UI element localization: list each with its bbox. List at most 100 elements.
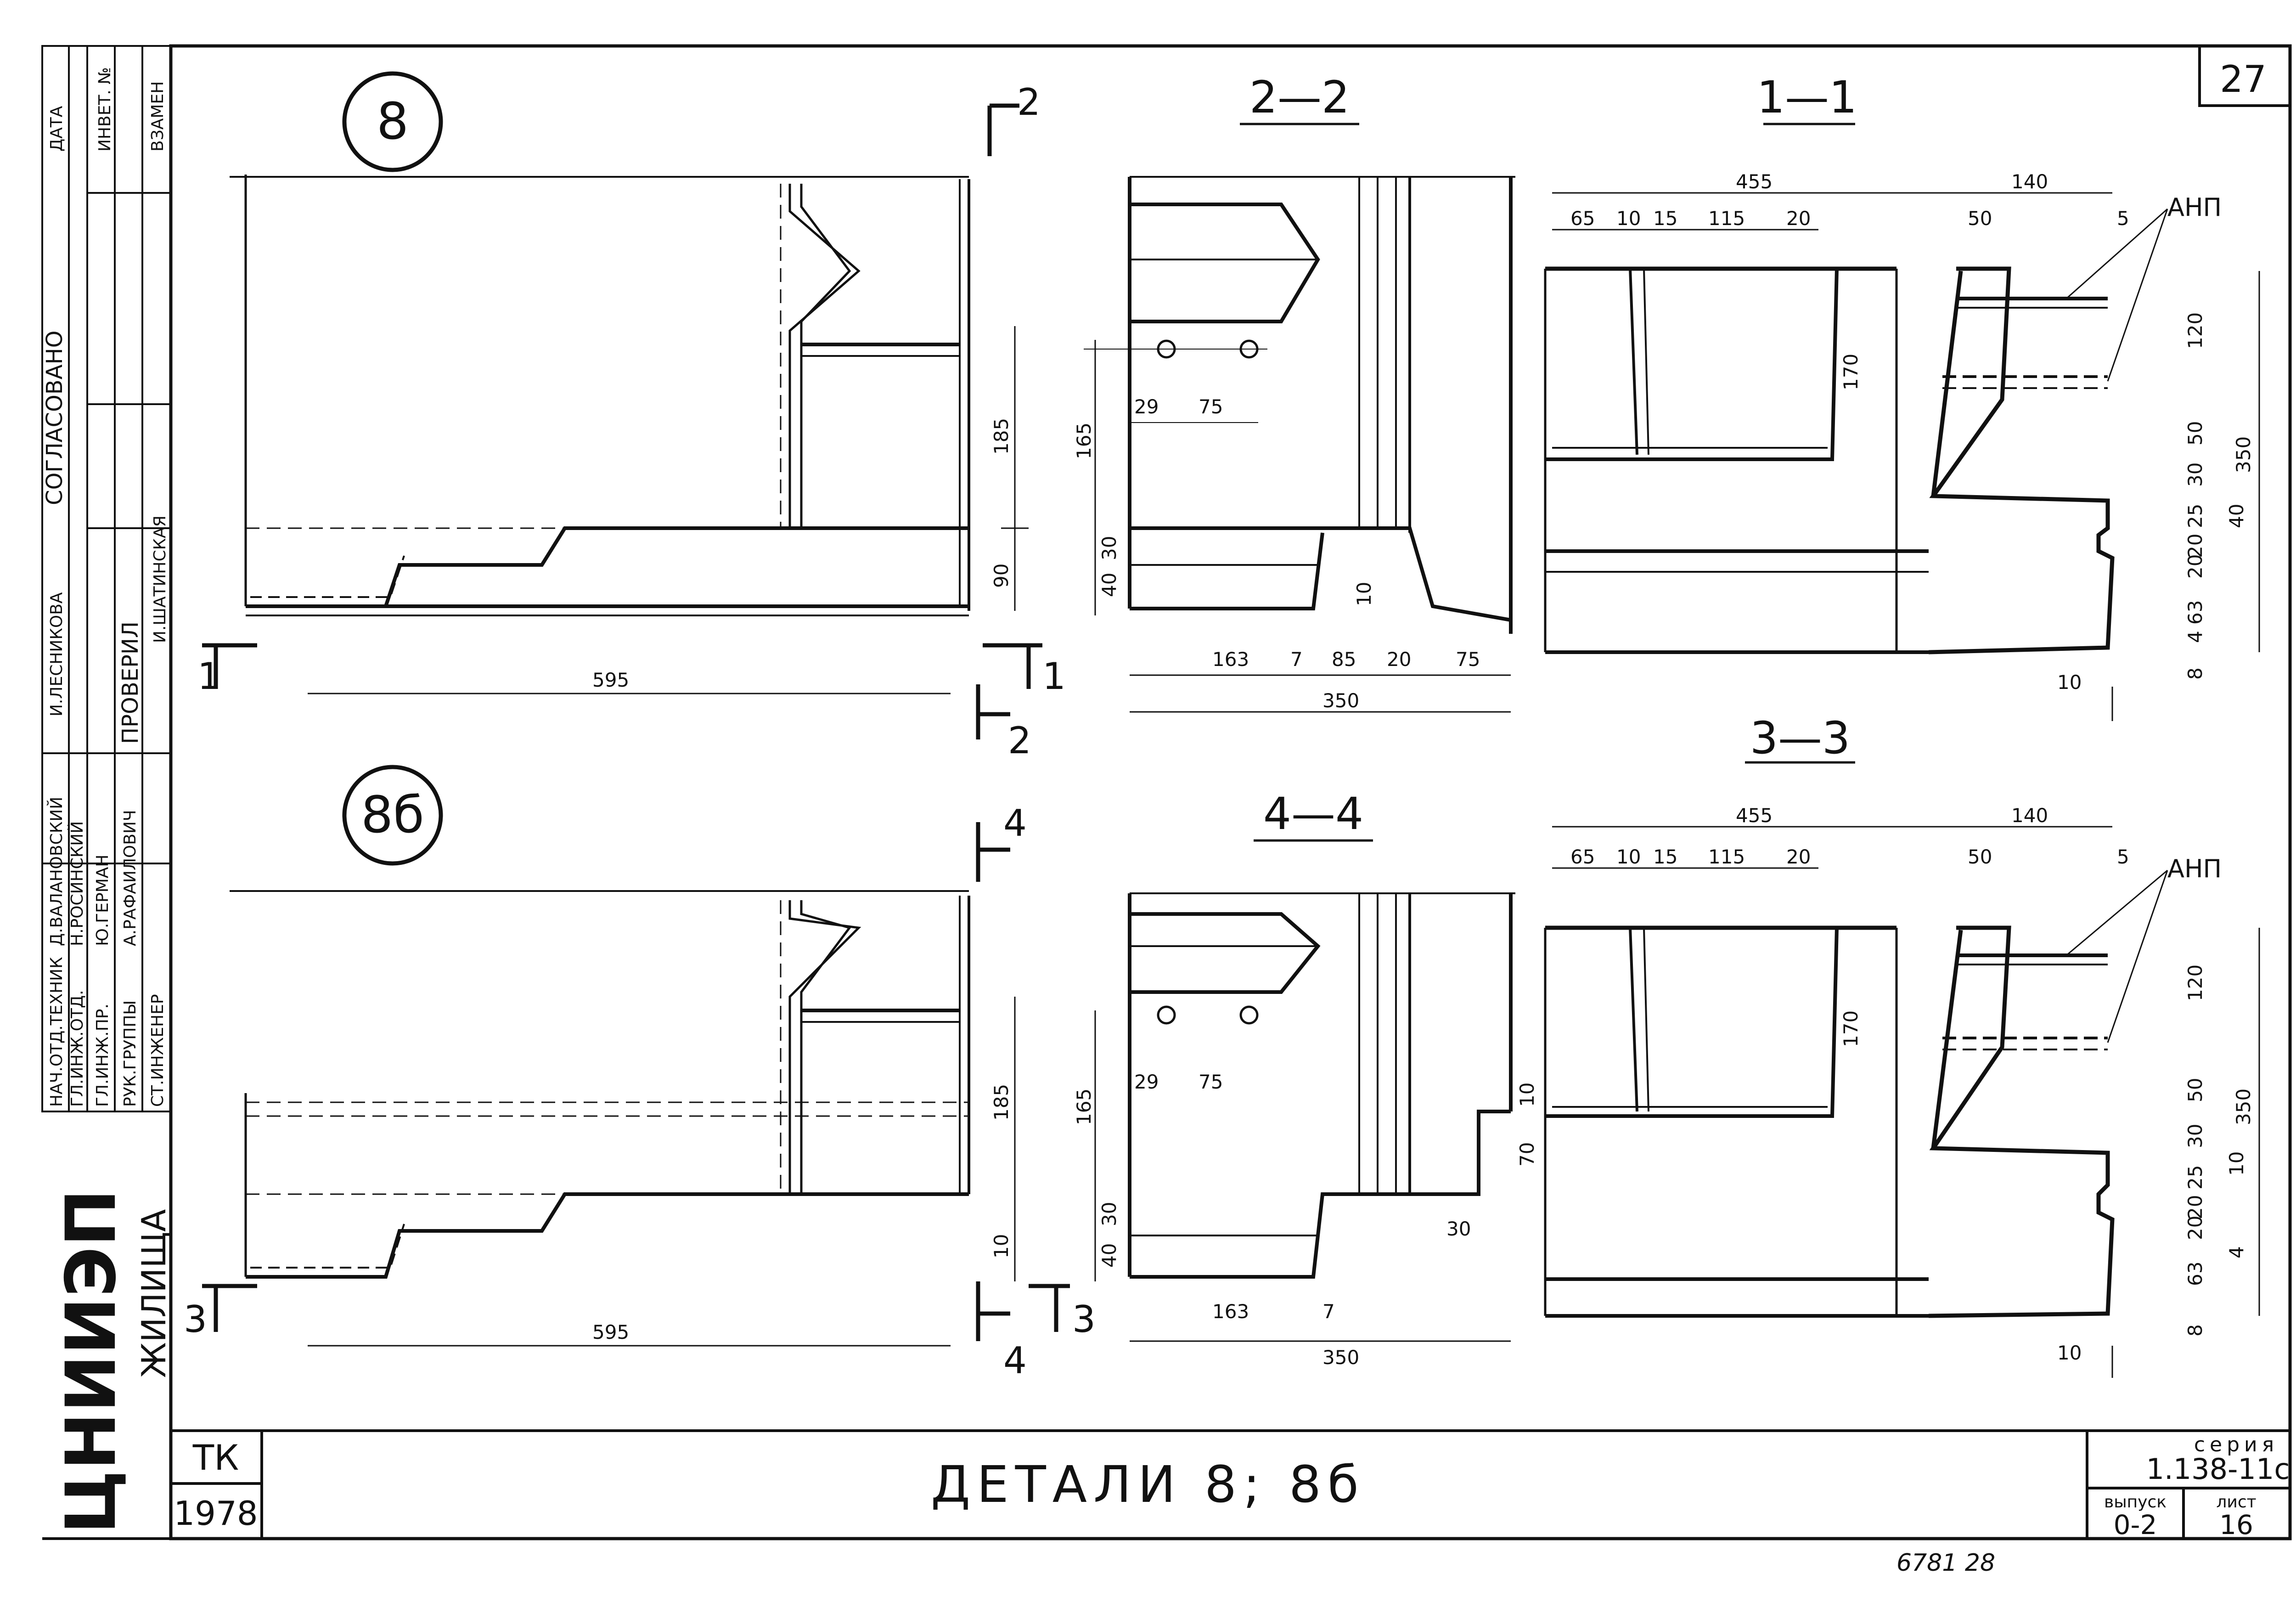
- dim-label: 20: [2184, 554, 2206, 579]
- dim-label: 65: [1570, 846, 1595, 868]
- title-year: 1978: [174, 1494, 258, 1533]
- dim-label: 30: [1446, 1218, 1471, 1240]
- issue-label: выпуск: [2104, 1493, 2167, 1512]
- section-mark-label: 2: [1008, 719, 1031, 762]
- issue-value: 0-2: [2114, 1509, 2157, 1540]
- sheet-label: лист: [2216, 1493, 2256, 1512]
- section-1-1-labels: 1—1 АНП 455 140 65 10 15 115 20 50 5 170…: [1570, 72, 2255, 694]
- section-3-3-drawing: [1544, 761, 2260, 1378]
- dim-label: 350: [2232, 1089, 2255, 1125]
- stamp-checked-name: И.ШАТИНСКАЯ: [151, 515, 169, 643]
- stamp-row-role: СТ.ИНЖЕНЕР: [148, 994, 167, 1107]
- stamp-row-name: А.РАФАИЛОВИЧ: [121, 810, 140, 946]
- dim-label: 30: [1098, 536, 1120, 560]
- dim-label: 30: [2184, 1124, 2206, 1148]
- dim-label: 10: [2057, 1342, 2082, 1364]
- dim-label: 5: [2117, 207, 2129, 230]
- series-value: 1.138-11с: [2146, 1452, 2290, 1486]
- dim-label: 350: [1322, 1346, 1359, 1369]
- dim-label: 8: [2184, 667, 2206, 680]
- stamp-agreed: СОГЛАСОВАНО: [42, 331, 68, 505]
- section-mark-label: 4: [1003, 802, 1027, 845]
- dim-label: 455: [1736, 804, 1773, 827]
- dim-label: 20: [2184, 1195, 2206, 1219]
- dim-label: 40: [1098, 573, 1120, 597]
- dim-label: 170: [1840, 1010, 1862, 1047]
- dim-label: 85: [1332, 648, 1356, 671]
- dim-label: 7: [1322, 1300, 1335, 1323]
- section-3-3-title: 3—3: [1750, 712, 1850, 764]
- section-2-2-labels: 2—2 165 29 75 30 40 10 163 7 85 20 75 35…: [1073, 72, 1480, 712]
- stamp-row-role: НАЧ.ОТД.ТЕХНИК: [47, 957, 66, 1107]
- stamp-row-name: Ю.ГЕРМАН: [93, 855, 112, 946]
- dim-label: 15: [1653, 207, 1677, 230]
- dim-label: 63: [2184, 1262, 2206, 1286]
- dim-label: 20: [1786, 207, 1811, 230]
- section-1-1-drawing: [1544, 123, 2260, 721]
- dim-label: 65: [1570, 207, 1595, 230]
- dim-label: 40: [1098, 1243, 1120, 1268]
- section-4-4-drawing: [1094, 839, 1515, 1342]
- section-4-4-labels: 4—4 165 29 75 30 40 10 70 30 163 7 350: [1073, 788, 1538, 1369]
- stamp-agreed-name: И.ЛЕСНИКОВА: [47, 592, 66, 716]
- title-block: [171, 1429, 2290, 1539]
- dim-label: 4: [2184, 631, 2206, 643]
- dim-label: 163: [1212, 648, 1249, 671]
- dim-label: 163: [1212, 1300, 1249, 1323]
- stamp-col-replace: ВЗАМЕН: [148, 81, 167, 152]
- section-mark-label: 4: [1003, 1339, 1027, 1382]
- dim-label: 90: [990, 564, 1013, 588]
- section-1-1-title: 1—1: [1757, 72, 1857, 123]
- dim-label: 15: [1653, 846, 1677, 868]
- section-note-anp: АНП: [2167, 854, 2222, 883]
- dim-label: 115: [1708, 846, 1745, 868]
- stamp-row-role: ГЛ.ИНЖ.ПР.: [93, 1004, 112, 1107]
- dim-label: 30: [1098, 1202, 1120, 1226]
- stamp-texts: ДАТА ИНВЕТ. № ВЗАМЕН СОГЛАСОВАНО И.ЛЕСНИ…: [42, 67, 173, 1534]
- dim-label: 185: [990, 418, 1013, 455]
- stamp-checked: ПРОВЕРИЛ: [118, 621, 143, 744]
- section-3-3-labels: 3—3 АНП 455 140 65 10 15 115 20 50 5 170…: [1570, 712, 2255, 1364]
- dim-label: 50: [1968, 846, 1992, 868]
- section-mark-label: 1: [1042, 655, 1066, 698]
- dim-label: 63: [2184, 600, 2206, 625]
- dim-label: 20: [2184, 534, 2206, 558]
- dim-label: 185: [990, 1084, 1013, 1121]
- detail-8-labels: 8 1 1 2 2 185 90 595: [197, 81, 1066, 762]
- sheet-value: 16: [2219, 1509, 2253, 1540]
- dim-label: 7: [1290, 648, 1303, 671]
- dim-label: 30: [2184, 463, 2206, 487]
- dim-label: 120: [2184, 965, 2206, 1001]
- dim-label: 8: [2184, 1324, 2206, 1337]
- series-label: серия: [2194, 1433, 2279, 1456]
- dim-label: 455: [1736, 170, 1773, 193]
- dim-label: 75: [1456, 648, 1480, 671]
- dim-label: 20: [2184, 1216, 2206, 1240]
- dim-label: 75: [1199, 1071, 1223, 1093]
- dim-label: 50: [2184, 1078, 2206, 1102]
- detail-8b-elevation: [202, 765, 1070, 1347]
- stamp-org-name: ЖИЛИЩА: [135, 1209, 173, 1378]
- dim-label: 5: [2117, 846, 2129, 868]
- dim-label: 115: [1708, 207, 1745, 230]
- dim-label: 350: [1322, 689, 1359, 712]
- stamp-row-name: Д.ВАЛАНОВСКИЙ: [47, 797, 66, 946]
- dim-label: 75: [1199, 395, 1223, 418]
- title-code: ТК: [192, 1437, 239, 1478]
- dim-label: 165: [1073, 1089, 1095, 1125]
- section-mark-label: 3: [1072, 1298, 1096, 1341]
- detail-8-label: 8: [377, 92, 409, 151]
- dim-label: 50: [1968, 207, 1992, 230]
- dim-label: 140: [2011, 804, 2048, 827]
- dim-label: 10: [1353, 582, 1375, 606]
- drawing-title: ДЕТАЛИ 8; 8б: [931, 1455, 1365, 1514]
- stamp-row-name: Н.РОСИНСКИЙ: [68, 821, 87, 946]
- section-2-2-title: 2—2: [1249, 72, 1350, 123]
- dim-label: 165: [1073, 423, 1095, 459]
- dim-label: 140: [2011, 170, 2048, 193]
- dim-label: 595: [592, 669, 629, 691]
- dim-label: 595: [592, 1321, 629, 1343]
- dim-label: 70: [1516, 1142, 1538, 1167]
- stamp-col-inv: ИНВЕТ. №: [96, 67, 114, 152]
